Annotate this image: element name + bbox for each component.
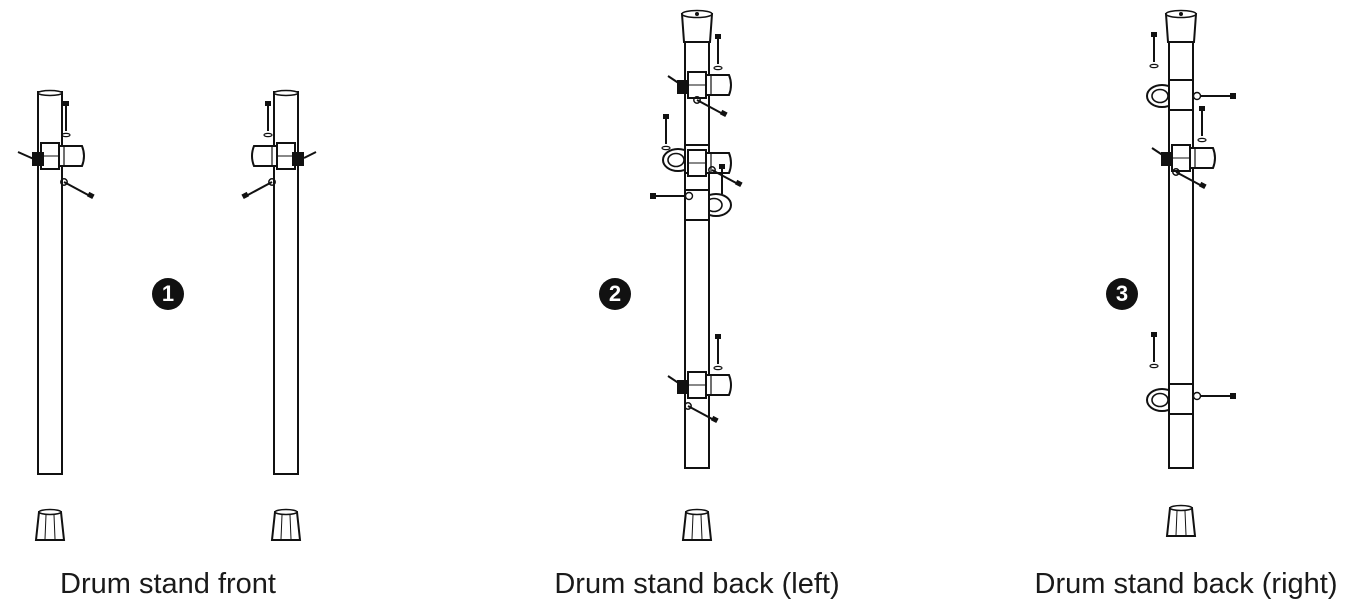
front-pole-left (17, 89, 96, 475)
step-badge-1: 1 (152, 278, 184, 310)
caption-drum-stand-back-left: Drum stand back (left) (554, 568, 840, 600)
back-pole-right (1146, 9, 1237, 469)
rubber-foot (682, 508, 712, 541)
caption-drum-stand-front: Drum stand front (60, 568, 276, 600)
step-badge-3: 3 (1106, 278, 1138, 310)
step-badge-2: 2 (599, 278, 631, 310)
front-pole-right (240, 89, 317, 475)
back-pole-left (649, 9, 744, 469)
rubber-foot (1166, 504, 1196, 537)
caption-drum-stand-back-right: Drum stand back (right) (1034, 568, 1338, 600)
rubber-foot (271, 508, 301, 541)
rubber-foot (35, 508, 65, 541)
